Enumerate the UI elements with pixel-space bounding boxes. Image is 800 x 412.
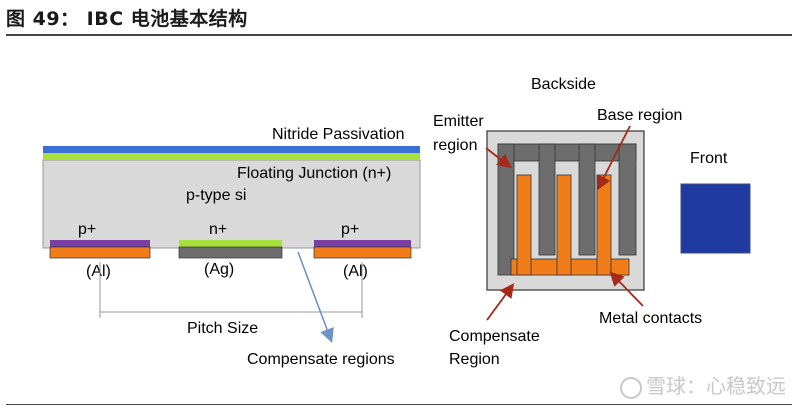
title-rule: [6, 34, 792, 36]
ptype-label: p-type si: [186, 187, 246, 204]
pitch-size-label: Pitch Size: [187, 320, 258, 337]
p-plus-region: [50, 240, 150, 247]
n-plus-region: [179, 240, 282, 247]
base-region-label: Base region: [597, 107, 682, 124]
compensate-region-label: Region: [449, 351, 500, 368]
floating-junction-layer: [43, 153, 420, 160]
p-plus-region: [314, 240, 411, 247]
base-region-arrow: [597, 125, 631, 191]
emitter-arrow: [485, 147, 512, 169]
nitride-label: Nitride Passivation: [272, 126, 405, 143]
metal-contacts-label: Metal contacts: [599, 310, 702, 327]
cell-back-view: Backside Front Emitter region Base regio…: [433, 76, 751, 368]
watermark: 雪球：心稳致远: [620, 370, 786, 399]
contact-top-label: p+: [78, 221, 96, 238]
metal-contacts-arrow: [609, 271, 644, 307]
compensate-arrow: [297, 251, 334, 343]
metal-contacts: [510, 174, 630, 276]
compensate-region-arrow: [486, 283, 515, 321]
emitter-region: [497, 143, 637, 276]
aluminum-contact: [49, 246, 151, 259]
contact-bottom-label: (Al): [86, 263, 111, 280]
cell-cross-section: Nitride Passivation Floating Junction (n…: [42, 126, 421, 368]
emitter-label: Emitter: [433, 113, 484, 130]
figure-title: 图 49： IBC 电池基本结构: [6, 8, 248, 30]
compensate-regions-label: Compensate regions: [247, 351, 395, 368]
silver-contact: [178, 246, 283, 259]
floating-junction-label: Floating Junction (n+): [237, 165, 391, 182]
contact-top-label: n+: [209, 221, 227, 238]
snowball-logo-icon: [620, 376, 642, 399]
aluminum-contact: [313, 246, 412, 259]
compensate-region-label: Compensate: [449, 328, 540, 345]
front-label: Front: [690, 150, 728, 167]
front-side: [680, 183, 751, 254]
substrate-layer: [42, 159, 421, 249]
nitride-passivation-layer: [43, 146, 420, 153]
contact-bottom-label: (Al): [343, 263, 368, 280]
emitter-label: region: [433, 137, 477, 154]
contact-bottom-label: (Ag): [204, 261, 234, 278]
bottom-rule: [6, 404, 792, 405]
backside-label: Backside: [531, 76, 596, 93]
watermark-text: 雪球：心稳致远: [646, 374, 786, 398]
contact-top-label: p+: [341, 221, 359, 238]
